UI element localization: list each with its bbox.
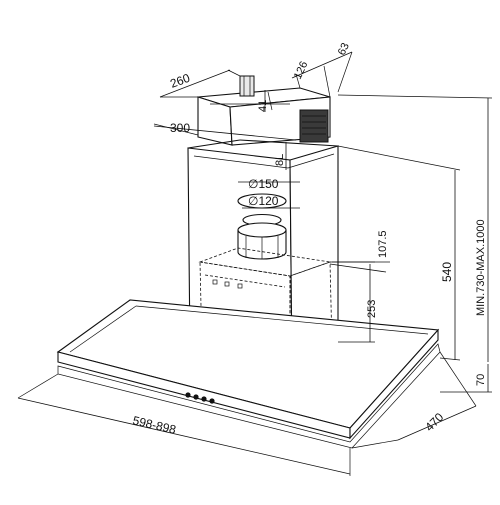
dim-dia120-label: ∅120 (248, 194, 279, 208)
dim-470-label: 470 (422, 410, 446, 434)
control-button-4 (209, 398, 215, 404)
dim-41-label: 41 (257, 100, 269, 112)
dim-300-label: 300 (170, 121, 190, 135)
control-panel (185, 392, 215, 404)
dim-min-max-label: MIN.730-MAX.1000 (475, 219, 487, 316)
control-button-2 (193, 394, 199, 400)
dim-70-label: 70 (475, 374, 487, 386)
dim-width-label: 598-898 (131, 413, 177, 437)
dim-260-label: 260 (168, 71, 192, 91)
dimension-lines (17, 51, 493, 476)
exhaust-duct (237, 193, 287, 260)
dim-126-label: 126 (292, 60, 311, 82)
dim-63-label: 63 (336, 41, 352, 57)
dim-540-label: 540 (440, 262, 454, 282)
hood-canopy (56, 299, 441, 449)
control-button-3 (201, 396, 207, 402)
control-button-1 (185, 392, 191, 398)
dim-253-label: 253 (366, 300, 378, 318)
mounting-bracket (197, 75, 331, 146)
dim-107-label: 107.5 (377, 230, 389, 258)
dim-dia150-label: ∅150 (248, 177, 279, 191)
dim-8-label: 8L (274, 154, 286, 166)
